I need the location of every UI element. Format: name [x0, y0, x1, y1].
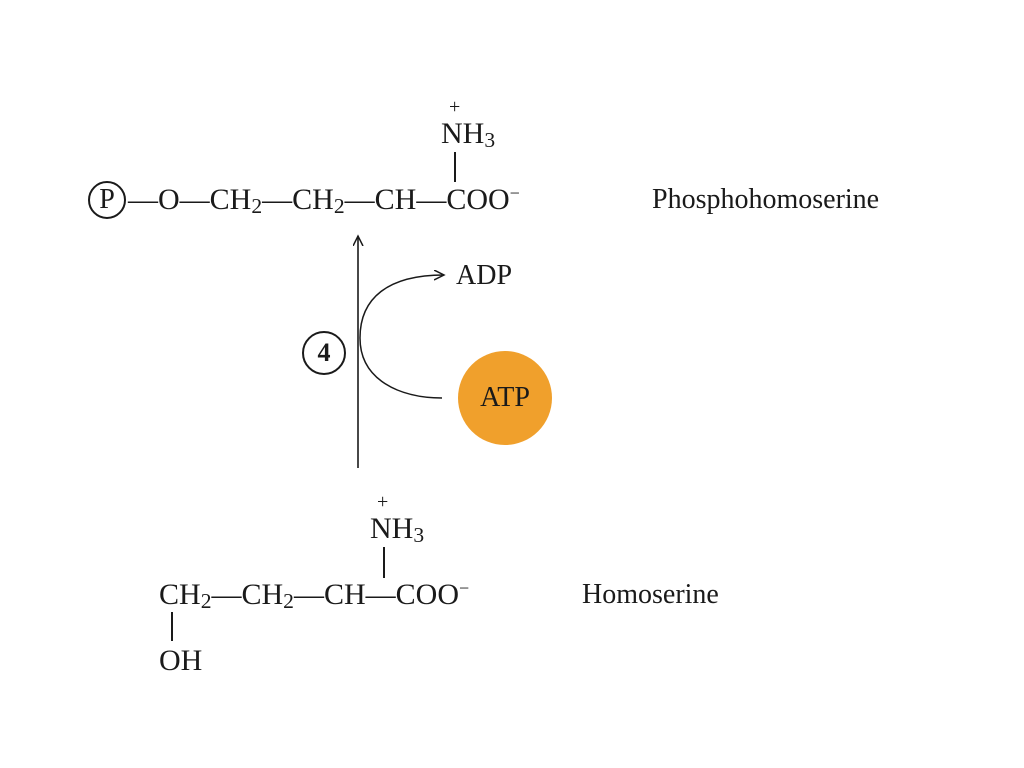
product-ester-o: —O— — [128, 183, 210, 216]
step-number-circle: 4 — [302, 331, 346, 375]
step-number: 4 — [317, 338, 331, 367]
product-dash1: — — [262, 183, 293, 216]
product-alpha-ch: CH — [374, 183, 417, 216]
product-carboxylate: —COO — [416, 183, 510, 216]
substrate-ch2a-sub: 2 — [200, 588, 212, 613]
product-carboxylate-charge: − — [509, 183, 520, 204]
product-amino-charge: + — [449, 96, 461, 118]
product-ch2b: CH — [292, 183, 334, 216]
product-amino-group: NH3 — [441, 117, 496, 152]
adp-label: ADP — [456, 260, 513, 291]
substrate-ch2a: CH — [159, 578, 201, 611]
substrate-amino-charge: + — [377, 491, 389, 513]
substrate-amino-sub: 3 — [413, 522, 425, 547]
substrate-dash2: — — [293, 578, 324, 611]
substrate-ch2b: CH — [241, 578, 284, 611]
substrate-carboxylate-charge: − — [459, 578, 470, 599]
phosphate-label: P — [99, 184, 115, 215]
product-dash2: — — [344, 183, 375, 216]
atp-adp-curve-arrow — [359, 275, 444, 399]
substrate-ch2b-sub: 2 — [283, 588, 294, 613]
atp-label: ATP — [480, 382, 530, 413]
product-ch2a: CH — [209, 183, 252, 216]
product-chain: —O—CH2—CH2—CH—COO− — [128, 183, 520, 218]
product-ch2b-sub: 2 — [333, 193, 345, 218]
substrate-dash1: — — [211, 578, 242, 611]
substrate-amino-main: NH — [370, 512, 414, 545]
phosphate-circle: P — [88, 181, 126, 219]
substrate-carboxylate: —COO — [365, 578, 459, 611]
product-amino-sub: 3 — [484, 127, 496, 152]
product-name: Phosphohomoserine — [652, 184, 880, 215]
atp-ball: ATP — [458, 351, 552, 445]
product-ch2a-sub: 2 — [251, 193, 263, 218]
substrate-name: Homoserine — [582, 579, 719, 610]
substrate-chain: CH2—CH2—CH—COO− — [159, 578, 470, 613]
product-amino-main: NH — [441, 117, 485, 150]
substrate-amino-group: NH3 — [370, 512, 425, 547]
substrate-hydroxyl: OH — [159, 644, 203, 677]
substrate-alpha-ch: CH — [323, 578, 366, 611]
